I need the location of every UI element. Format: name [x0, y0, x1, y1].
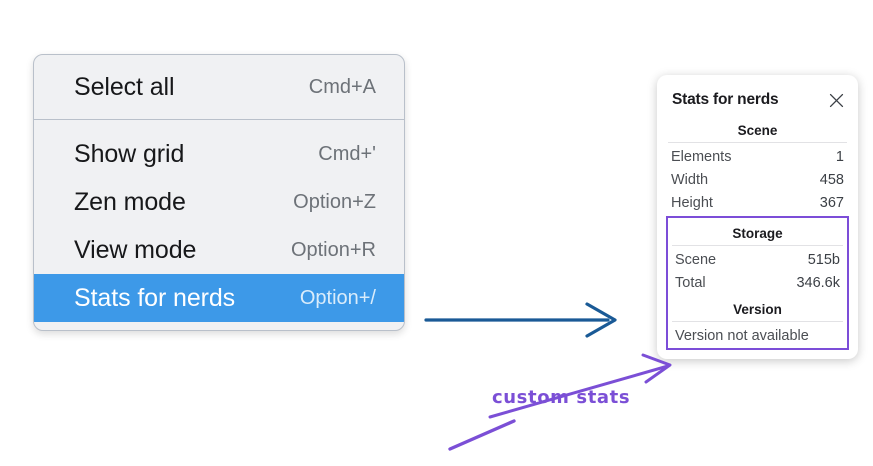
purple-arrow-icon [448, 353, 672, 451]
stat-row: Elements 1 [666, 145, 849, 168]
stat-value: 367 [819, 194, 844, 211]
stats-panel-body: Scene Elements 1 Width 458 Height 367 St… [657, 115, 858, 350]
menu-item-shortcut: Option+R [290, 238, 376, 261]
version-value: Version not available [675, 328, 809, 344]
stat-row: Height 367 [666, 191, 849, 214]
stats-for-nerds-panel[interactable]: Stats for nerds Scene Elements 1 Width 4… [657, 75, 858, 359]
menu-group-2: Show grid Cmd+' Zen mode Option+Z View m… [34, 119, 404, 322]
stat-row: Total 346.6k [670, 271, 845, 294]
section-title-scene: Scene [737, 123, 778, 138]
stats-section-version: Version Version not available [670, 294, 845, 346]
stat-value: 515b [807, 251, 840, 268]
stat-label: Total [675, 274, 706, 291]
menu-item-shortcut: Cmd+A [308, 75, 376, 98]
custom-stats-highlight-box: Storage Scene 515b Total 346.6k Version … [666, 216, 849, 350]
menu-item-label: Stats for nerds [74, 283, 236, 312]
menu-item-label: Select all [74, 72, 175, 101]
context-menu[interactable]: Select all Cmd+A Show grid Cmd+' Zen mod… [33, 54, 405, 331]
annotation-label: custom stats [492, 387, 631, 408]
stat-label: Scene [675, 251, 717, 268]
menu-item-label: View mode [74, 235, 197, 264]
stats-panel-header: Stats for nerds [657, 85, 858, 115]
section-title-version: Version [733, 302, 782, 317]
menu-item-show-grid[interactable]: Show grid Cmd+' [34, 130, 404, 178]
stat-row: Scene 515b [670, 248, 845, 271]
menu-item-zen-mode[interactable]: Zen mode Option+Z [34, 178, 404, 226]
stats-section-storage: Storage Scene 515b Total 346.6k [670, 218, 845, 294]
section-divider [668, 142, 847, 143]
stat-value: 1 [835, 148, 844, 165]
menu-item-shortcut: Option+/ [299, 286, 376, 309]
stat-label: Elements [671, 148, 732, 165]
stat-value: 346.6k [796, 274, 840, 291]
section-divider [672, 245, 843, 246]
custom-stats-annotation: custom stats [430, 345, 690, 461]
blue-flow-arrow-icon [424, 302, 617, 338]
section-divider [672, 321, 843, 322]
menu-item-label: Show grid [74, 139, 185, 168]
close-icon[interactable] [828, 92, 845, 109]
menu-item-view-mode[interactable]: View mode Option+R [34, 226, 404, 274]
stats-panel-title: Stats for nerds [672, 91, 779, 108]
stat-label: Width [671, 171, 709, 188]
menu-item-stats-for-nerds[interactable]: Stats for nerds Option+/ [34, 274, 404, 322]
stat-label: Height [671, 194, 713, 211]
stats-section-scene: Scene Elements 1 Width 458 Height 367 [666, 115, 849, 214]
menu-item-select-all[interactable]: Select all Cmd+A [34, 63, 404, 111]
menu-item-shortcut: Cmd+' [318, 142, 376, 165]
stat-row: Width 458 [666, 168, 849, 191]
menu-item-label: Zen mode [74, 187, 186, 216]
section-title-storage: Storage [732, 226, 783, 241]
menu-group-1: Select all Cmd+A [34, 55, 404, 119]
stat-value: 458 [819, 171, 844, 188]
menu-item-shortcut: Option+Z [293, 190, 376, 213]
